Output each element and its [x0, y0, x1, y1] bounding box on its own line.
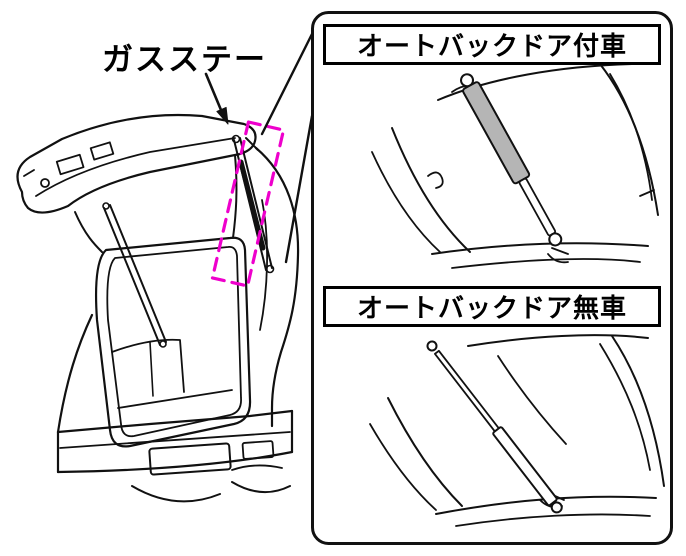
- callout-wedge: [260, 32, 314, 264]
- gas-strut-powered: [460, 73, 563, 247]
- title-without-auto-door: オートバックドア無車: [323, 286, 661, 327]
- tailgate: [16, 113, 257, 214]
- left-stay: [102, 202, 167, 348]
- gas-stay-highlight-box: [210, 120, 286, 288]
- rear-aperture: [94, 236, 252, 448]
- tires: [131, 464, 291, 503]
- gas-strut-manual: [426, 340, 563, 514]
- title-with-auto-door: オートバックドア付車: [323, 24, 661, 65]
- without-auto-door-drawing: [369, 334, 665, 527]
- rear-bumper: [56, 409, 294, 476]
- callout-panel-border: [311, 11, 673, 545]
- pointer-arrow: [204, 72, 229, 125]
- gas-stay-label: ガスステー: [102, 42, 267, 78]
- with-auto-door-drawing: [371, 63, 659, 269]
- car-rear-drawing: [16, 113, 300, 503]
